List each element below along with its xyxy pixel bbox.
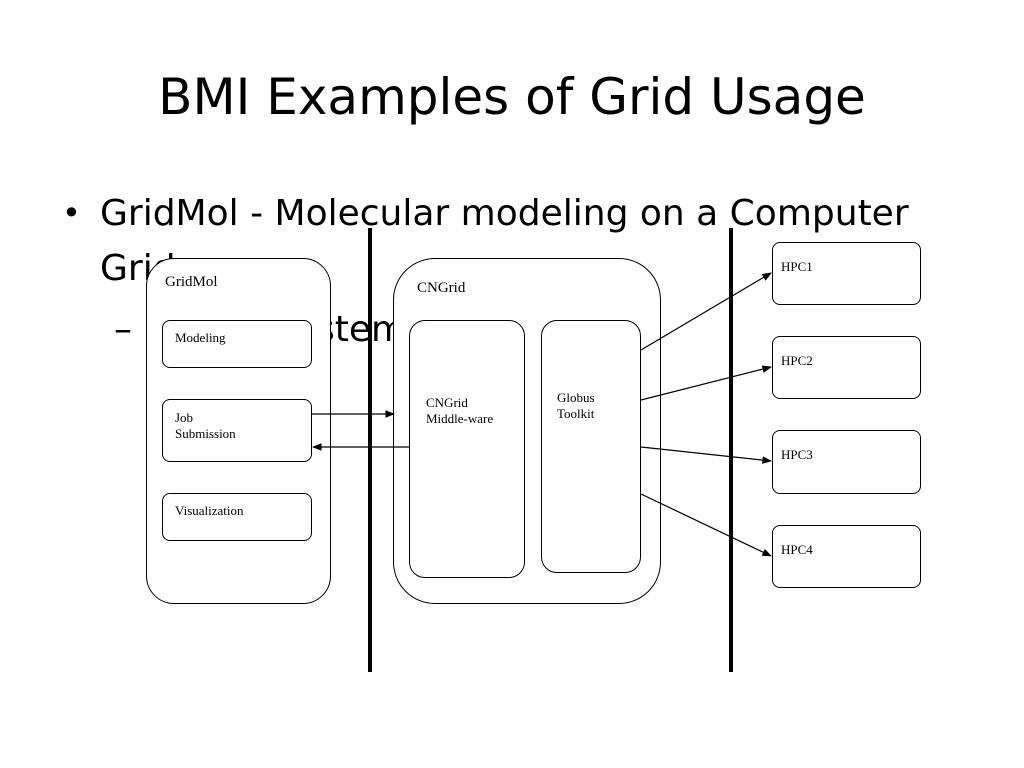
globus-toolkit-label: Globus Toolkit bbox=[557, 390, 595, 421]
arrow-globus-to-hpc4 bbox=[640, 493, 772, 557]
modeling-label: Modeling bbox=[175, 330, 226, 345]
cngrid-middleware-label: CNGrid Middle-ware bbox=[426, 395, 494, 426]
hpc2-label: HPC2 bbox=[781, 353, 813, 368]
sub-bullet-marker: – bbox=[114, 309, 132, 350]
divider-right bbox=[729, 228, 733, 672]
globus-toolkit-box bbox=[541, 320, 641, 573]
slide-title: BMI Examples of Grid Usage bbox=[158, 68, 866, 126]
job-submission-box bbox=[162, 399, 312, 462]
modeling-box bbox=[162, 320, 312, 368]
hpc3-label: HPC3 bbox=[781, 447, 813, 462]
gridmol-label: GridMol bbox=[165, 274, 218, 290]
hpc2-box bbox=[772, 336, 921, 399]
sub-bullet-text: stem bbox=[316, 309, 407, 350]
cngrid-middleware-box bbox=[409, 320, 525, 578]
divider-left bbox=[368, 228, 372, 672]
hpc1-box bbox=[772, 242, 921, 305]
hpc3-box bbox=[772, 430, 921, 494]
job-submission-label: Job Submission bbox=[175, 410, 236, 441]
hpc1-label: HPC1 bbox=[781, 259, 813, 274]
arrow-globus-to-hpc1 bbox=[640, 272, 772, 351]
visualization-box bbox=[162, 493, 312, 541]
hpc4-label: HPC4 bbox=[781, 542, 813, 557]
arrow-globus-to-hpc2 bbox=[640, 365, 772, 401]
bullet-line-1: GridMol - Molecular modeling on a Comput… bbox=[100, 193, 909, 234]
hpc4-box bbox=[772, 525, 921, 588]
arrow-globus-to-hpc3 bbox=[640, 446, 772, 464]
visualization-label: Visualization bbox=[175, 503, 244, 518]
bullet-marker: • bbox=[62, 194, 81, 232]
cngrid-label: CNGrid bbox=[417, 280, 466, 296]
